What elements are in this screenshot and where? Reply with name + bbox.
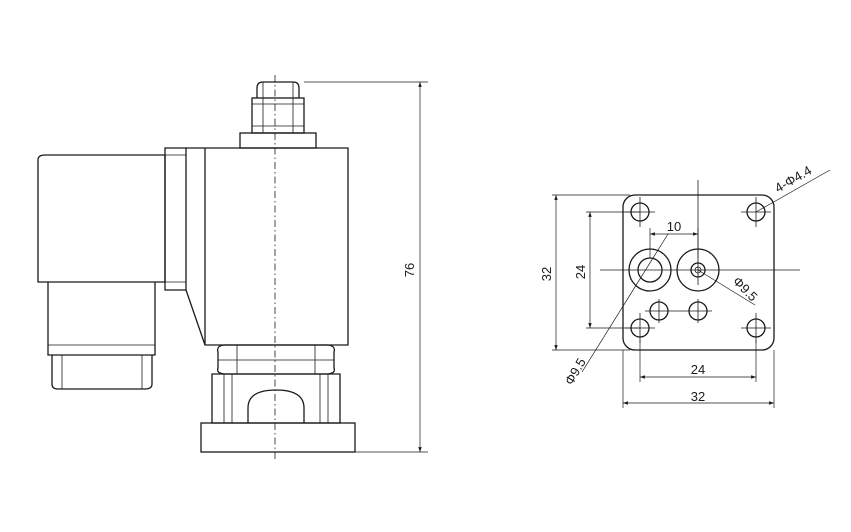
- armature-stem: [239, 81, 317, 149]
- flange-view: 24 32 24 32 10: [539, 163, 831, 408]
- outer-height-dimension: 32: [539, 194, 630, 351]
- port-left-label: Φ9.5: [562, 355, 589, 387]
- small-ports: [645, 299, 712, 323]
- mount-holes-leader: 4-Φ4.4: [755, 163, 831, 213]
- side-view: 76: [37, 75, 428, 462]
- height-dimension: 76: [304, 81, 428, 453]
- lock-nut: [216, 344, 336, 375]
- outer-width-dimension: 32: [622, 350, 775, 408]
- valve-base: [200, 373, 356, 453]
- outer-height-label: 32: [539, 267, 554, 281]
- hole-spacing-width-label: 24: [691, 362, 705, 377]
- port-spacing-label: 10: [667, 219, 681, 234]
- flange-outline: [622, 194, 775, 351]
- outer-width-label: 32: [691, 389, 705, 404]
- coil-body: [185, 147, 349, 346]
- height-dimension-label: 76: [402, 263, 417, 277]
- port-spacing-dimension: 10: [649, 219, 699, 258]
- hole-spacing-width-dimension: 24: [639, 340, 757, 382]
- connector-plug: [37, 147, 187, 390]
- hole-spacing-height-label: 24: [573, 265, 588, 279]
- hole-spacing-height-dimension: 24: [573, 211, 640, 329]
- port-right-label: Φ9.5: [730, 274, 761, 305]
- port-right-leader: Φ9.5: [697, 269, 761, 306]
